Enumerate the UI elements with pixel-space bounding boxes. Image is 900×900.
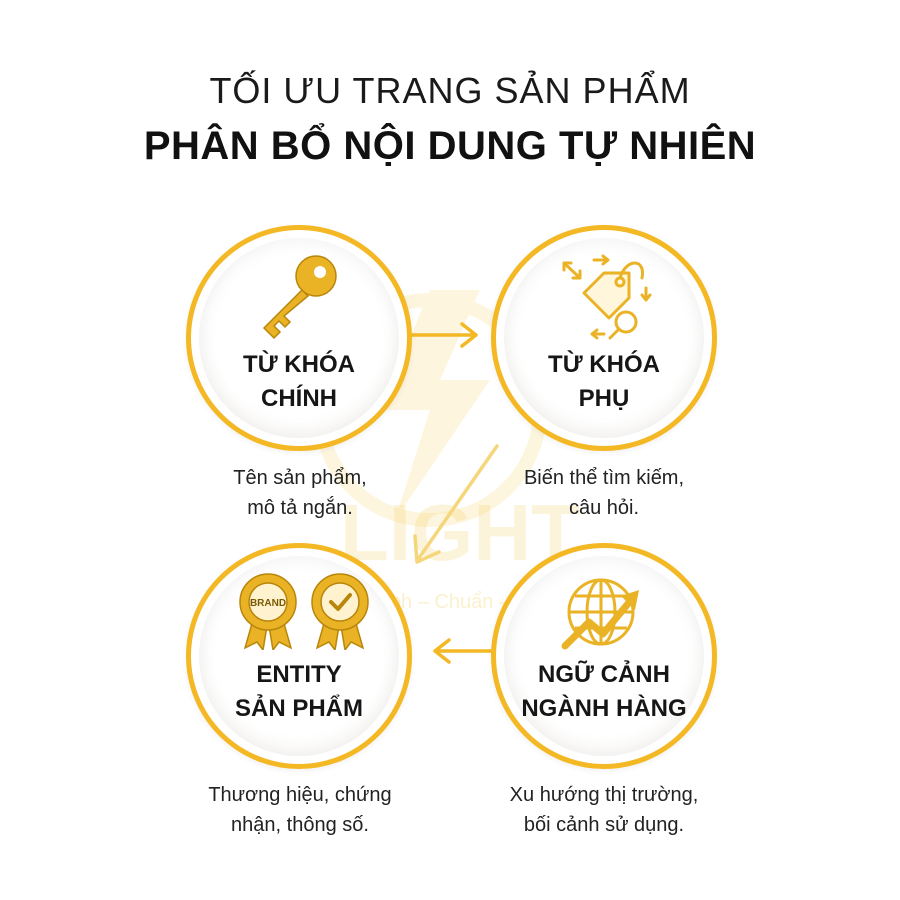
node-label-line1: NGỮ CẢNH (538, 661, 670, 688)
title-line-2: PHÂN BỔ NỘI DUNG TỰ NHIÊN (143, 124, 757, 168)
node-label-line2: SẢN PHẨM (234, 695, 363, 722)
badge-icon: BRAND (239, 573, 369, 650)
node-desc-line2: nhận, thông số. (231, 814, 369, 836)
node-secondary-keyword: TỪ KHÓA PHỤ (491, 225, 717, 451)
title-line-1: TỐI ƯU TRANG SẢN PHẨM (209, 70, 691, 111)
node-label-line2: PHỤ (578, 385, 630, 412)
node-label-line1: TỪ KHÓA (548, 351, 660, 378)
node-label-line1: ENTITY (256, 661, 342, 688)
node-entity: BRAND ENTITY SẢN PHẨM (186, 543, 412, 769)
node-desc-line1: Xu hướng thị trường, (509, 784, 699, 806)
key-icon (262, 255, 337, 340)
node-desc-line2: mô tả ngắn. (247, 497, 353, 519)
node-primary-keyword: TỪ KHÓA CHÍNH (186, 225, 412, 451)
node-desc-line1: Biến thể tìm kiếm, (523, 467, 685, 489)
tag-search-icon (562, 254, 652, 340)
node-desc-line1: Thương hiệu, chứng (208, 784, 392, 806)
node-label-line1: TỪ KHÓA (243, 351, 355, 378)
node-context: NGỮ CẢNH NGÀNH HÀNG (491, 543, 717, 769)
node-desc-line1: Tên sản phẩm, (233, 467, 367, 489)
arrow-right-top (410, 322, 478, 348)
node-desc-line2: câu hỏi. (568, 497, 640, 519)
node-label-line2: NGÀNH HÀNG (521, 695, 687, 722)
globe-trend-icon (561, 578, 639, 650)
node-desc-line2: bối cảnh sử dụng. (523, 814, 685, 836)
node-label-line2: CHÍNH (261, 385, 337, 412)
brand-badge-text: BRAND (250, 598, 286, 609)
arrow-diagonal (413, 444, 499, 564)
